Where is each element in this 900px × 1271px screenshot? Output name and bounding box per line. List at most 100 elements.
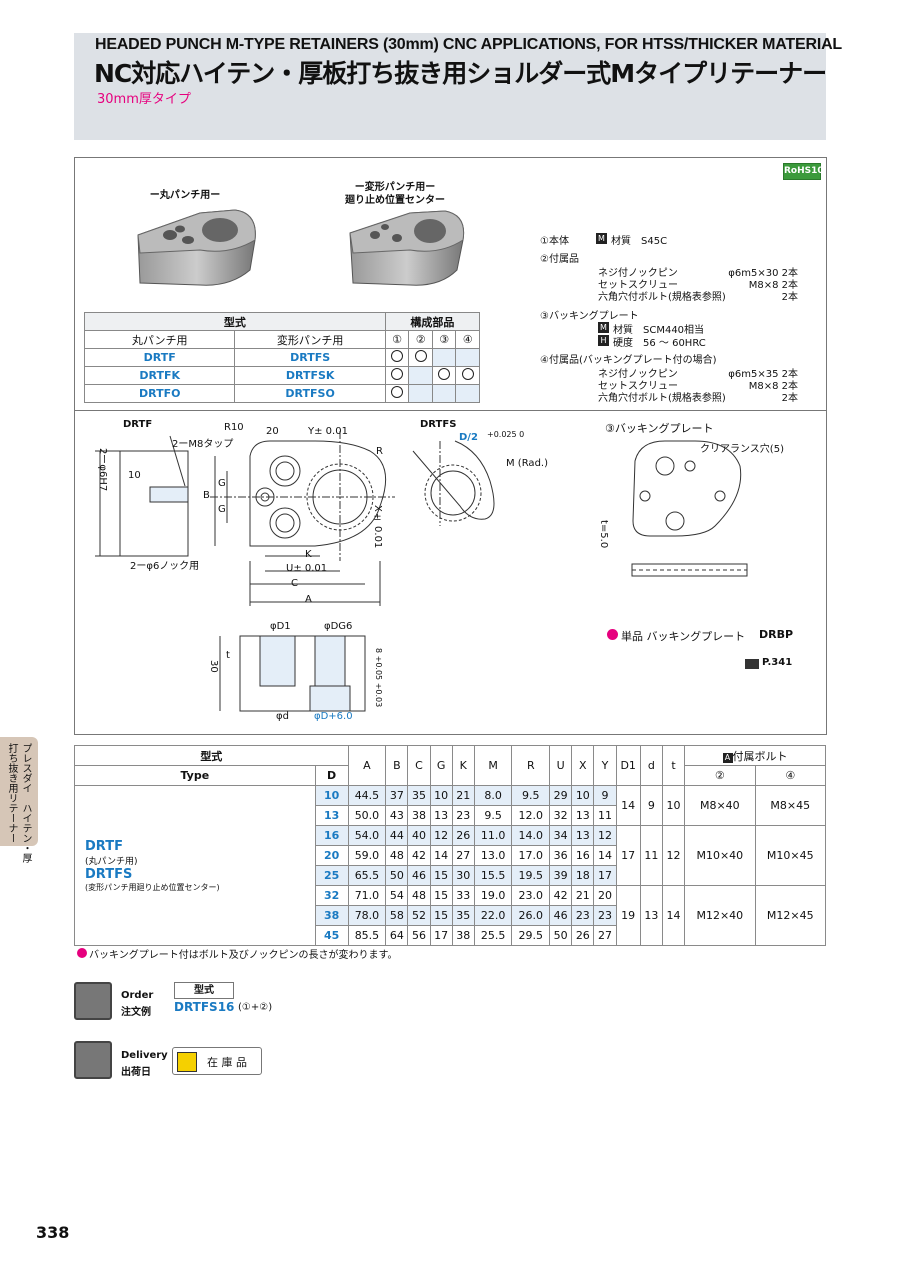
phone-icon <box>74 982 112 1020</box>
spec-value: 34 <box>549 825 573 846</box>
spec-d-value: 10 <box>314 785 349 806</box>
part-2-title: ②付属品 <box>540 254 579 265</box>
type-drtf-sub: (丸パンチ用) <box>85 856 138 867</box>
spec-value: 64 <box>385 925 409 946</box>
config-mark <box>455 348 480 367</box>
dim-g1: G <box>218 478 226 489</box>
backing-plate-view <box>632 440 742 537</box>
drtf-top-view <box>249 440 387 547</box>
spec-d-value: 13 <box>314 805 349 826</box>
page-number: 338 <box>36 1223 70 1242</box>
spec-value: 21 <box>451 785 475 806</box>
dim-a: A <box>305 594 312 605</box>
dim-phiDG6: φDG6 <box>324 621 353 632</box>
single-item-code: DRBP <box>759 628 794 641</box>
spec-group-b4: M10×45 <box>754 825 827 886</box>
spec-value: 46 <box>549 905 573 926</box>
spec-value: 37 <box>385 785 409 806</box>
spec-header: G <box>429 745 453 786</box>
spec-value: 12 <box>593 825 617 846</box>
spec-value: 36 <box>549 845 573 866</box>
dim-20: 20 <box>266 426 279 437</box>
side-tab-line2: 打ち抜き用リテーナー <box>6 743 17 843</box>
part-1-title: ①本体 <box>540 236 569 247</box>
photo-label-shaped: ー変形パンチ用ー <box>354 182 436 193</box>
spec-value: 23.0 <box>511 885 551 906</box>
product-panel <box>74 157 827 735</box>
dim-phi6h7: 2ーφ6H7 <box>97 448 108 492</box>
included-mark <box>461 368 474 380</box>
spec-header-type-en: Type <box>74 765 316 786</box>
included-mark <box>391 368 404 380</box>
spec-value: 10 <box>571 785 595 806</box>
spec-value: 9.5 <box>511 785 551 806</box>
spec-group-t: 10 <box>661 785 686 826</box>
spec-d-value: 32 <box>314 885 349 906</box>
config-mark <box>431 366 457 385</box>
part-3-title: ③バッキングプレート <box>540 311 639 322</box>
spec-group-d: 13 <box>639 885 663 946</box>
spec-value: 23 <box>451 805 475 826</box>
spec-value: 42 <box>549 885 573 906</box>
spec-value: 27 <box>451 845 475 866</box>
config-row: DRTFK DRTFSK <box>83 366 480 385</box>
config-mark <box>408 348 433 367</box>
spec-value: 46 <box>407 865 431 886</box>
spec-value: 8.0 <box>473 785 513 806</box>
spec-value: 50.0 <box>347 805 387 826</box>
page-ref: P.341 <box>762 657 793 668</box>
spec-group-d1: 14 <box>615 785 641 826</box>
spec-value: 17 <box>429 925 453 946</box>
spec-value: 50 <box>385 865 409 886</box>
spec-value: 29.5 <box>511 925 551 946</box>
config-header-type: 型式 <box>84 312 386 331</box>
spec-value: 23 <box>571 905 595 926</box>
single-item-label: 単品 バッキングプレート <box>621 630 746 643</box>
dim-phiD1: φD1 <box>270 621 291 632</box>
part-2-spec: φ6m5×30 2本 <box>728 268 798 279</box>
photo-shaped-retainer <box>349 210 465 286</box>
config-mark <box>431 348 457 367</box>
photo-label-round: ー丸パンチ用ー <box>149 190 221 201</box>
spec-d-value: 20 <box>314 845 349 866</box>
spec-value: 10 <box>429 785 453 806</box>
dim-30: 30 <box>208 660 219 673</box>
single-item-icon <box>607 629 618 640</box>
spec-value: 29 <box>549 785 573 806</box>
config-header-round: 丸パンチ用 <box>83 330 236 349</box>
spec-d-value: 16 <box>314 825 349 846</box>
config-col: ① <box>384 330 410 349</box>
spec-group-d: 11 <box>639 825 663 886</box>
spec-value: 12 <box>429 825 453 846</box>
config-header-parts: 構成部品 <box>384 312 481 331</box>
technical-drawings <box>95 431 748 712</box>
dim-d2-tol: +0.025 0 <box>487 430 525 439</box>
part-4-item: ネジ付ノックピン <box>598 369 678 380</box>
spec-value: 25.5 <box>473 925 513 946</box>
config-mark <box>408 384 433 403</box>
spec-value: 13 <box>571 825 595 846</box>
spec-value: 48 <box>385 845 409 866</box>
spec-group-t: 12 <box>661 825 686 886</box>
dim-c: C <box>291 578 298 589</box>
spec-group-d1: 19 <box>615 885 641 946</box>
box-icon <box>177 1052 197 1072</box>
spec-header: d <box>639 745 663 786</box>
spec-value: 52 <box>407 905 431 926</box>
dim-g2: G <box>218 504 226 515</box>
dim-d2: D/2 <box>459 432 478 443</box>
spec-value: 85.5 <box>347 925 387 946</box>
included-mark <box>414 350 427 362</box>
spec-value: 48 <box>407 885 431 906</box>
config-round-code: DRTFO <box>83 384 236 403</box>
spec-value: 15 <box>429 865 453 886</box>
spec-header-b4: ④ <box>754 765 827 786</box>
stock-label: 在 庫 品 <box>207 1056 247 1069</box>
dim-u: U± 0.01 <box>286 563 328 574</box>
order-label-jp: 注文例 <box>121 1007 151 1018</box>
spec-value: 9 <box>593 785 617 806</box>
spec-group-d1: 17 <box>615 825 641 886</box>
